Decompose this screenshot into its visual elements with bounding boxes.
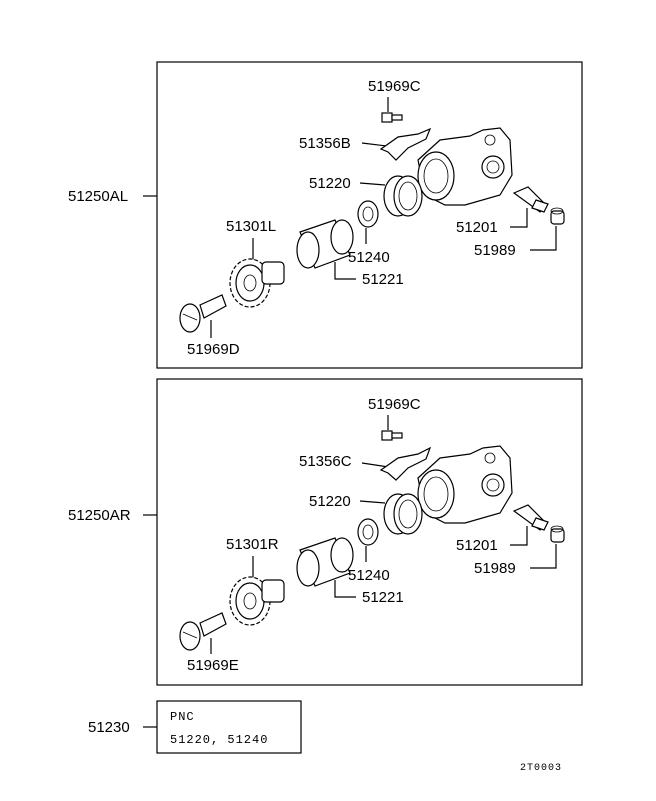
label-51220: 51220	[309, 175, 351, 192]
label-51220: 51220	[309, 493, 351, 510]
adjuster-screw-part	[179, 294, 227, 333]
bleeder-screw-part	[512, 186, 549, 213]
figure-code: 2T0003	[520, 763, 562, 774]
bracket-part	[379, 446, 432, 481]
bleeder-bolt-part	[381, 430, 403, 441]
label-51201: 51201	[456, 219, 498, 236]
piston-cup-part	[383, 493, 423, 535]
label-51356: 51356C	[299, 453, 352, 470]
bracket-part	[379, 127, 432, 161]
panel-right-assembly: 51250AR 51969C 51356C 51220	[68, 378, 583, 686]
adjuster-wheel-part	[229, 576, 285, 626]
dust-boot-part	[357, 518, 379, 546]
panel-frame	[156, 61, 583, 369]
cylinder-body-part	[417, 445, 513, 524]
kit-contents: 51220, 51240	[170, 733, 268, 747]
label-51969c: 51969C	[368, 78, 421, 95]
bleeder-cap-part	[550, 207, 565, 225]
piston-cup-part	[383, 175, 423, 217]
assembly-label: 51250AR	[68, 507, 131, 524]
piston-part	[296, 219, 354, 269]
bleeder-screw-part	[512, 504, 549, 531]
label-51356: 51356B	[299, 135, 351, 152]
label-51301: 51301L	[226, 218, 276, 235]
panel-frame	[156, 378, 583, 686]
kit-label: 51230	[88, 719, 130, 736]
label-51989: 51989	[474, 560, 516, 577]
kit-header: PNC	[170, 710, 195, 724]
label-51989: 51989	[474, 242, 516, 259]
label-51221: 51221	[362, 271, 404, 288]
bleeder-bolt-part	[381, 112, 403, 123]
kit-frame	[156, 700, 302, 754]
label-51240: 51240	[348, 567, 390, 584]
kit-box: 51230 PNC 51220, 51240	[88, 700, 302, 754]
adjuster-screw-part	[179, 612, 227, 651]
panel-left-assembly: 51250AL 51969C 51356B 51220	[68, 61, 583, 369]
piston-part	[296, 537, 354, 587]
assembly-label: 51250AL	[68, 188, 128, 205]
bleeder-cap-part	[550, 525, 565, 543]
label-51201: 51201	[456, 537, 498, 554]
label-51240: 51240	[348, 249, 390, 266]
dust-boot-part	[357, 200, 379, 228]
label-51969e: 51969E	[187, 657, 239, 674]
label-51969c: 51969C	[368, 396, 421, 413]
cylinder-body-part	[417, 127, 513, 206]
label-51301: 51301R	[226, 536, 279, 553]
adjuster-wheel-part	[229, 258, 285, 308]
label-51969d: 51969D	[187, 341, 240, 358]
label-51221: 51221	[362, 589, 404, 606]
